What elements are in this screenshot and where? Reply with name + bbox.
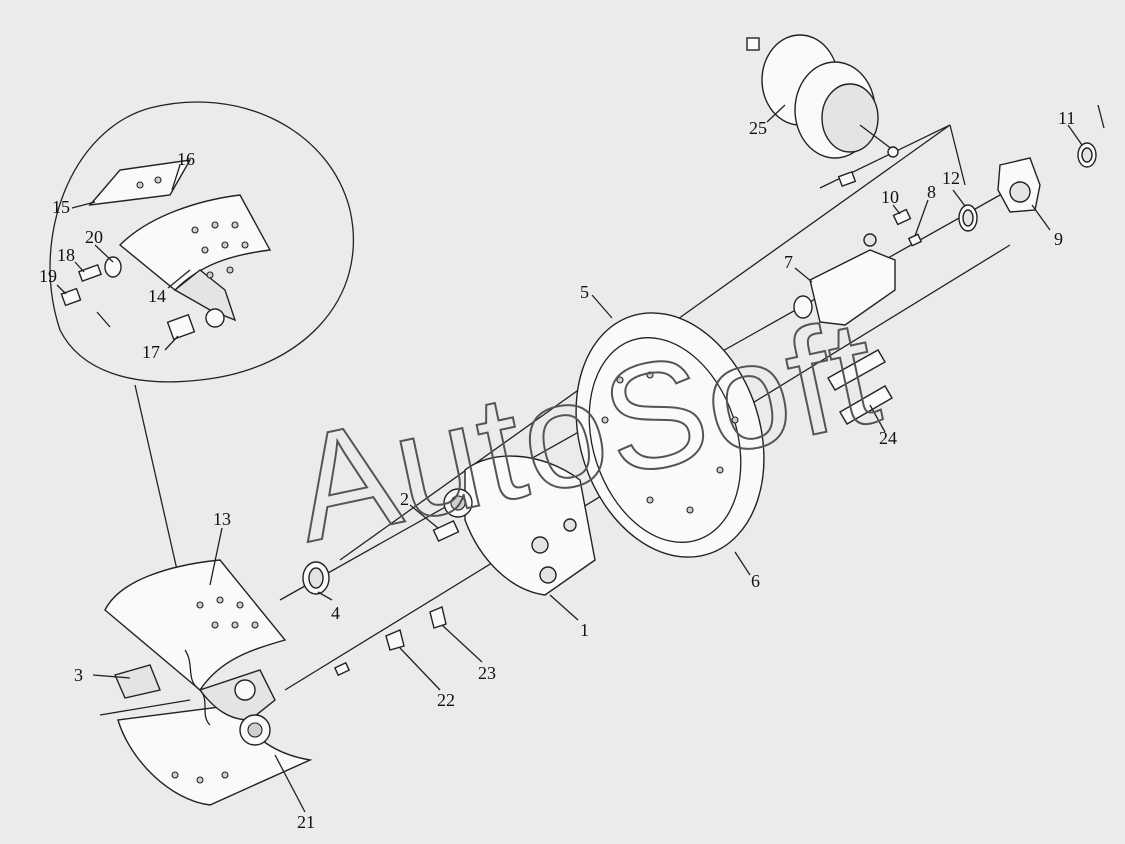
parts-17-20-pins xyxy=(60,256,196,341)
part-9-slack-adjuster xyxy=(997,157,1041,213)
callout-17: 17 xyxy=(142,342,160,362)
callout-1: 1 xyxy=(580,620,589,640)
callout-9: 9 xyxy=(1054,229,1063,249)
part-14-shoe-detail xyxy=(118,194,272,328)
callout-4: 4 xyxy=(331,603,340,623)
leader-lines xyxy=(56,104,1083,813)
callout-5: 5 xyxy=(580,282,589,302)
callout-25: 25 xyxy=(749,118,767,138)
callout-10: 10 xyxy=(881,187,899,207)
callout-11: 11 xyxy=(1058,108,1075,128)
parts-8-10-fittings xyxy=(892,208,923,247)
parts-22-23-plates xyxy=(333,606,447,677)
callout-20: 20 xyxy=(85,227,103,247)
part-12-washer xyxy=(958,204,978,232)
callout-8: 8 xyxy=(927,182,936,202)
callout-21: 21 xyxy=(297,812,315,832)
callout-labels: 1 2 3 4 5 6 7 8 9 10 11 12 13 14 15 16 1… xyxy=(39,108,1075,832)
callout-22: 22 xyxy=(437,690,455,710)
callout-16: 16 xyxy=(177,149,195,169)
part-2-bolt xyxy=(432,519,460,543)
part-15-lining xyxy=(88,159,192,206)
part-4-seal xyxy=(302,561,330,595)
callout-23: 23 xyxy=(478,663,496,683)
callout-3: 3 xyxy=(74,665,83,685)
part-11-ring xyxy=(1077,104,1105,168)
callout-12: 12 xyxy=(942,168,960,188)
callout-14: 14 xyxy=(148,286,166,306)
part-25-brake-chamber xyxy=(746,34,899,187)
part-1-spider xyxy=(443,455,596,596)
callout-24: 24 xyxy=(879,428,897,448)
callout-6: 6 xyxy=(751,571,760,591)
callout-13: 13 xyxy=(213,509,231,529)
parts-5-6-dust-shield xyxy=(575,312,765,558)
callout-7: 7 xyxy=(784,252,793,272)
part-7-bracket xyxy=(793,233,896,326)
callout-18: 18 xyxy=(57,245,75,265)
callout-19: 19 xyxy=(39,266,57,286)
callout-2: 2 xyxy=(400,489,409,509)
part-13-brake-shoe-assembly xyxy=(104,559,313,806)
callout-15: 15 xyxy=(52,197,70,217)
part-24-pins xyxy=(827,349,893,425)
